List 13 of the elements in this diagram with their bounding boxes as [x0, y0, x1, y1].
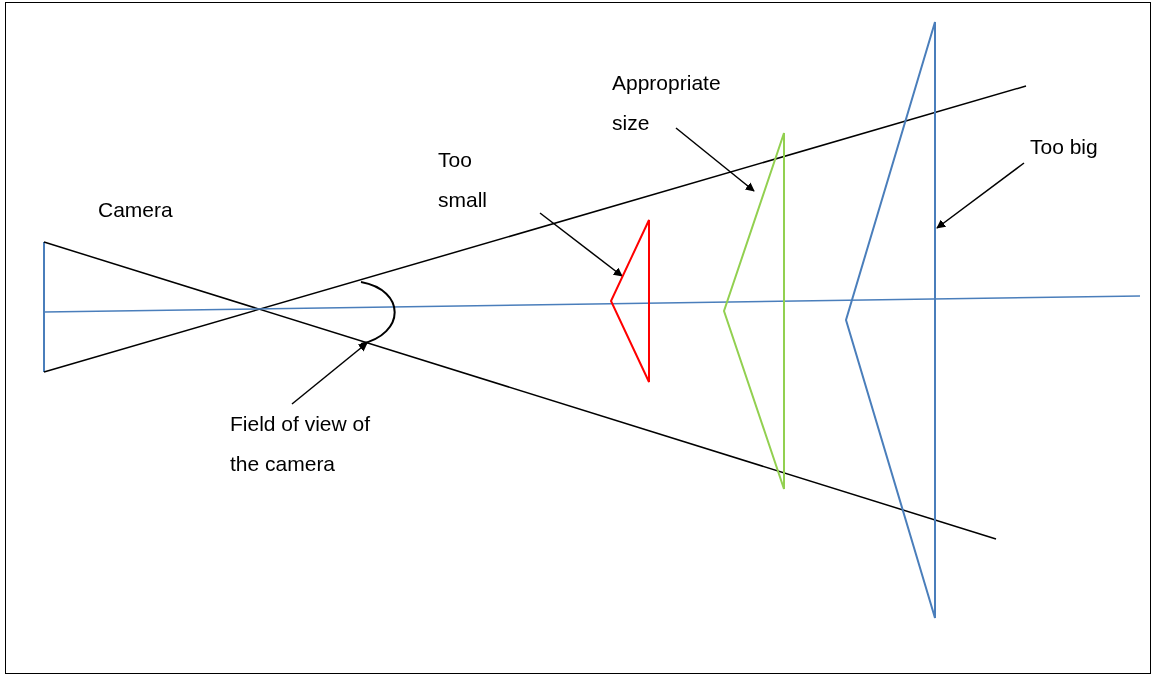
leader-line [675, 127, 755, 192]
angle-arc [360, 281, 396, 345]
leader-line [936, 162, 1025, 229]
size-label: Too big [1030, 127, 1130, 167]
large-object-triangle [845, 21, 937, 619]
small-object-triangle [610, 219, 651, 383]
medium-object-triangle [723, 132, 786, 490]
size-label: Appropriate size [612, 63, 762, 143]
leader-line [539, 212, 623, 277]
size-label: Too small [438, 140, 510, 220]
camera-label: Camera [98, 197, 173, 223]
leader-line [291, 342, 368, 405]
angle-label: Field of view of the camera [230, 404, 402, 484]
